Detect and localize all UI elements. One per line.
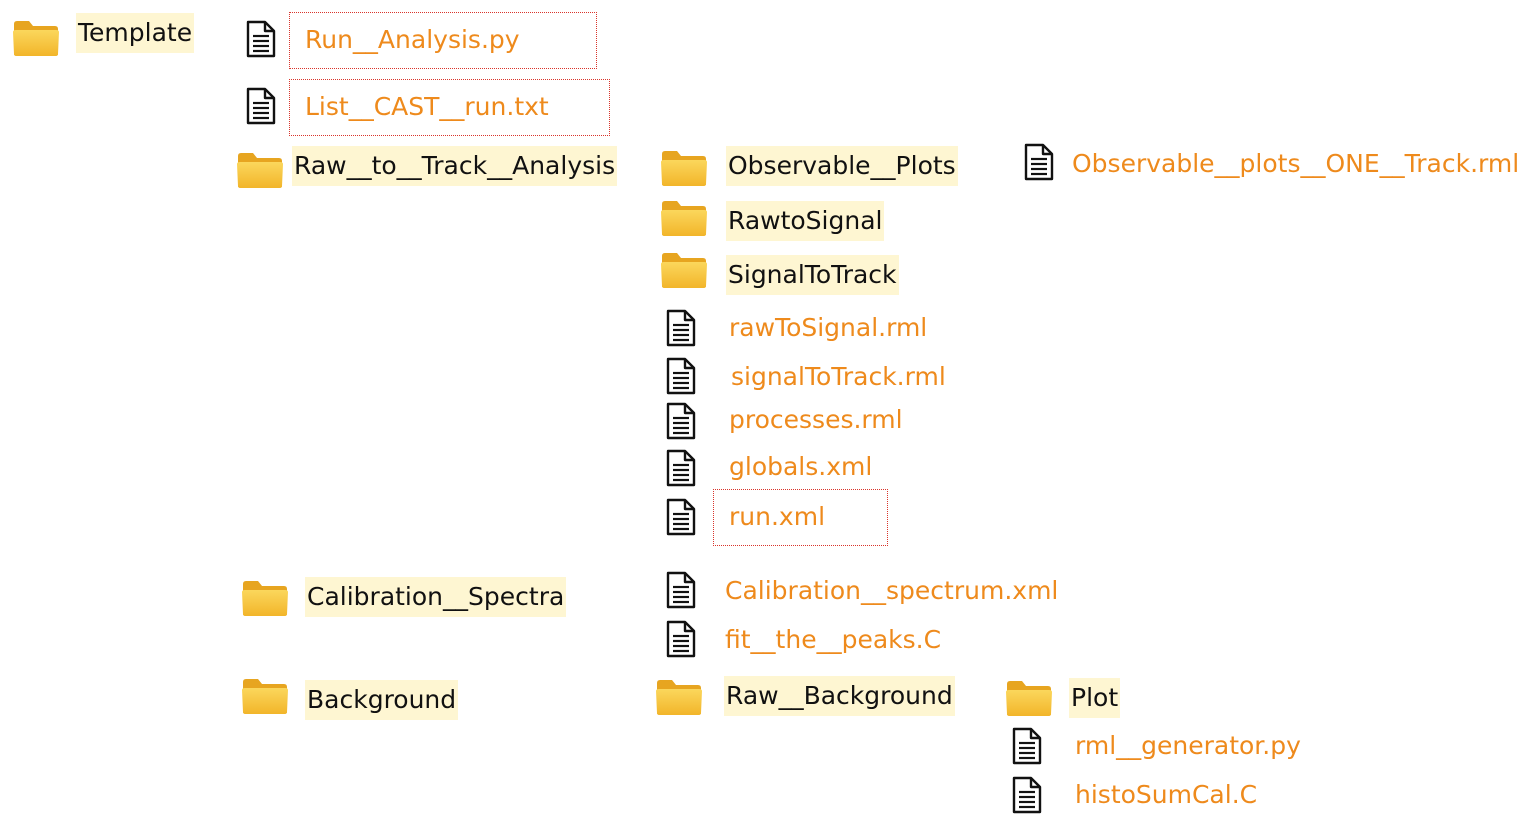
folder-icon	[236, 150, 284, 190]
file-icon	[666, 498, 696, 536]
folder-icon	[12, 18, 60, 58]
folder-icon	[660, 250, 708, 290]
file-icon	[666, 620, 696, 658]
file-icon	[666, 571, 696, 609]
file-icon	[666, 309, 696, 347]
file-icon	[666, 357, 696, 395]
file-label: List__CAST__run.txt	[305, 92, 549, 121]
folder-label: Background	[305, 680, 459, 720]
file-label: fit__the__peaks.C	[725, 625, 942, 654]
file-label: run.xml	[729, 502, 826, 531]
file-label: Observable__plots__ONE__Track.rml	[1072, 149, 1520, 178]
file-icon	[666, 449, 696, 487]
file-label: globals.xml	[729, 452, 873, 481]
folder-label: Template	[76, 13, 195, 53]
file-icon	[1012, 776, 1042, 814]
file-label: rml__generator.py	[1075, 731, 1301, 760]
file-icon	[666, 402, 696, 440]
file-icon	[1012, 727, 1042, 765]
highlight-box	[289, 79, 610, 136]
folder-icon	[1005, 678, 1053, 718]
folder-label: Calibration__Spectra	[305, 577, 567, 617]
folder-icon	[660, 198, 708, 238]
file-label: histoSumCal.C	[1075, 780, 1258, 809]
folder-label: Raw__to__Track__Analysis	[292, 146, 618, 186]
file-icon	[246, 20, 276, 58]
highlight-box	[289, 12, 597, 69]
file-label: rawToSignal.rml	[729, 313, 928, 342]
folder-label: Raw__Background	[724, 676, 955, 716]
highlight-box	[713, 489, 888, 546]
folder-icon	[655, 677, 703, 717]
file-label: processes.rml	[729, 405, 903, 434]
file-icon	[1024, 143, 1054, 181]
file-label: signalToTrack.rml	[731, 362, 946, 391]
folder-label: SignalToTrack	[726, 255, 899, 295]
file-icon	[246, 87, 276, 125]
folder-label: Plot	[1069, 678, 1121, 718]
folder-icon	[241, 578, 289, 618]
folder-icon	[660, 148, 708, 188]
folder-label: Observable__Plots	[726, 146, 958, 186]
folder-icon	[241, 676, 289, 716]
file-label: Calibration__spectrum.xml	[725, 576, 1059, 605]
file-label: Run__Analysis.py	[305, 25, 520, 54]
folder-label: RawtoSignal	[726, 201, 885, 241]
